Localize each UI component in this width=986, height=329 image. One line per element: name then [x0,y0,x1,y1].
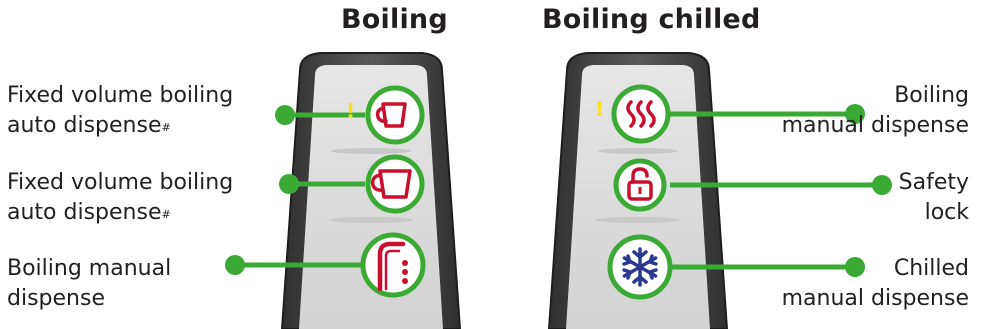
fixed-volume-boiling-label-1: Fixed volume boiling auto dispense# [7,81,233,141]
label-line: dispense [7,284,171,314]
fixed-volume-small-button[interactable] [368,88,422,142]
label-line: Fixed volume boiling [7,81,233,111]
fixed-volume-boiling-label-2: Fixed volume boiling auto dispense# [7,168,233,228]
chilled-manual-dispense-label: Chilled manual dispense [782,254,969,314]
label-line: Boiling manual [7,254,171,284]
fixed-volume-large-button[interactable] [368,157,422,211]
label-line: auto dispense# [7,198,233,228]
label-line: manual dispense [782,111,969,141]
label-line: Fixed volume boiling [7,168,233,198]
label-text: auto dispense [7,113,161,138]
chilled-manual-dispense-button[interactable] [610,237,670,297]
safety-lock-label: Safety lock [899,168,969,228]
boiling-manual-dispense-label-right: Boiling manual dispense [782,81,969,141]
footnote-mark: # [161,208,170,221]
footnote-mark: # [161,121,170,134]
label-line: Chilled [782,254,969,284]
label-line: Boiling [782,81,969,111]
label-line: manual dispense [782,284,969,314]
label-text: auto dispense [7,200,161,225]
label-line: auto dispense# [7,111,233,141]
boiling-manual-dispense-label: Boiling manual dispense [7,254,171,314]
label-line: Safety [899,168,969,198]
indicator-mark-right: ! [595,97,604,121]
boiling-manual-dispense-button-right[interactable] [614,87,668,141]
safety-lock-button[interactable] [616,161,664,209]
label-line: lock [899,198,969,228]
boiling-manual-dispense-button[interactable] [363,235,423,295]
indicator-mark: ! [346,99,355,123]
